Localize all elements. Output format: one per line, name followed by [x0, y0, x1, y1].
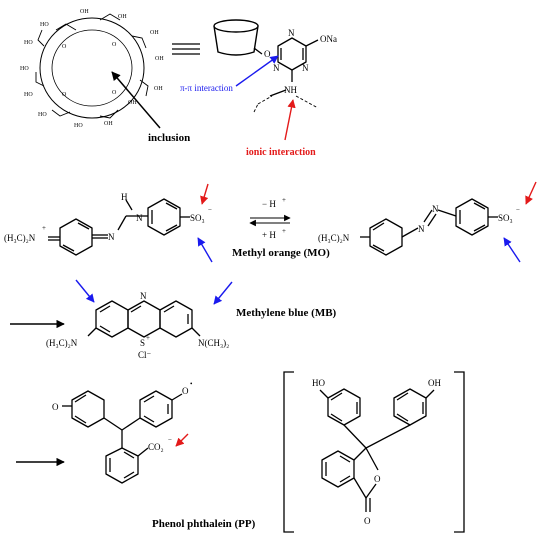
oh-label: HO: [40, 22, 49, 28]
mo-so3: SO₃: [190, 213, 205, 223]
mo-n: N: [136, 213, 143, 223]
ring-o-label: O: [112, 90, 117, 96]
plus-h-label: + H: [262, 230, 276, 240]
red-arrow: [200, 183, 209, 205]
phenolphthalein-quinoid: [62, 390, 183, 484]
blue-arrow: [503, 237, 521, 263]
pp-minus: −: [168, 436, 172, 444]
pp-co2-label: CO₂: [148, 442, 164, 452]
bracket: [283, 371, 465, 533]
blue-arrow: [213, 281, 233, 305]
ionic-arrow: [284, 99, 296, 141]
pp-left-hydroxyl: HO: [312, 378, 325, 388]
oh-label: HO: [74, 123, 83, 129]
mo-left-amine: (H₃C)₂N: [4, 233, 36, 243]
azo-n: N: [418, 224, 425, 234]
methylene-blue-structure: [87, 300, 201, 338]
pi-pi-arrow: [235, 55, 279, 87]
methyl-orange-protonated: [48, 198, 190, 256]
azo-n: N: [432, 204, 439, 214]
mb-plus: +: [146, 334, 150, 342]
pp-phenoxide-o: O: [182, 386, 189, 396]
mo-right-amine: (H₃C)₂N: [318, 233, 350, 243]
mo-plus: +: [42, 224, 46, 232]
triazine-n: N: [273, 63, 280, 73]
ona-label: ONa: [320, 34, 337, 44]
ring-o-label: O: [112, 42, 117, 48]
mo-minus: −: [208, 206, 212, 214]
carbonyl-o: O: [364, 516, 371, 526]
nh-label: NH: [284, 85, 297, 95]
equivalent-sign: [172, 43, 200, 55]
mb-sulfur: S: [140, 338, 145, 348]
mo-so3: SO₃: [498, 213, 513, 223]
red-arrow: [525, 181, 537, 205]
minus-h-label: − H: [262, 199, 276, 209]
triazine-n: N: [288, 28, 295, 38]
methyl-orange-label: Methyl orange (MO): [232, 247, 330, 259]
blue-arrow: [197, 237, 213, 263]
phenolphthalein-label: Phenol phthalein (PP): [152, 518, 256, 530]
inclusion-label: inclusion: [148, 132, 190, 144]
ring-o-label: O: [62, 92, 67, 98]
proton-plus: +: [282, 227, 286, 235]
mb-left-amine: (H₃C)₂N: [46, 338, 78, 348]
ring-o-label: O: [62, 44, 67, 50]
triazine-ring: [277, 37, 319, 82]
equilibrium-arrows: [249, 214, 291, 227]
oh-label: HO: [38, 112, 47, 118]
cyclodextrin-ring: HO OH OH OH OH OH OH OH HO HO HO HO HO O…: [20, 9, 164, 129]
pp-dot: •: [190, 380, 193, 388]
methylene-blue-label: Methylene blue (MB): [236, 307, 337, 319]
ether-o: O: [264, 49, 271, 59]
polymer-chain: [253, 95, 319, 113]
mo-n: N: [108, 232, 115, 242]
oh-label: HO: [20, 66, 29, 72]
proton-plus: +: [282, 196, 286, 204]
pp-quinone-o: O: [52, 402, 59, 412]
ionic-label: ionic interaction: [246, 147, 316, 158]
cyclodextrin-cone-icon: [213, 19, 263, 56]
oh-label: OH: [104, 121, 113, 127]
chloride-label: Cl⁻: [138, 350, 152, 360]
oh-label: OH: [80, 9, 89, 15]
oh-label: HO: [24, 40, 33, 46]
mo-minus: −: [516, 206, 520, 214]
blue-arrow: [75, 279, 95, 303]
oh-label: OH: [118, 14, 127, 20]
pi-pi-label: π-π interaction: [180, 83, 233, 93]
mb-right-amine: N(CH₃)₂: [198, 338, 229, 348]
oh-label: OH: [154, 86, 163, 92]
oh-label: OH: [155, 56, 164, 62]
mb-ring-n: N: [140, 291, 147, 301]
phenolphthalein-lactone: [319, 388, 435, 512]
mo-h: H: [121, 192, 128, 202]
oh-label: HO: [24, 92, 33, 98]
methyl-orange-neutral: [360, 198, 498, 256]
oh-label: OH: [150, 30, 159, 36]
red-arrow: [175, 433, 189, 447]
pp-right-hydroxyl: OH: [428, 378, 441, 388]
lactone-o: O: [374, 474, 381, 484]
triazine-n: N: [302, 63, 309, 73]
inclusion-arrow: [111, 71, 161, 129]
oh-label: OH: [128, 100, 137, 106]
